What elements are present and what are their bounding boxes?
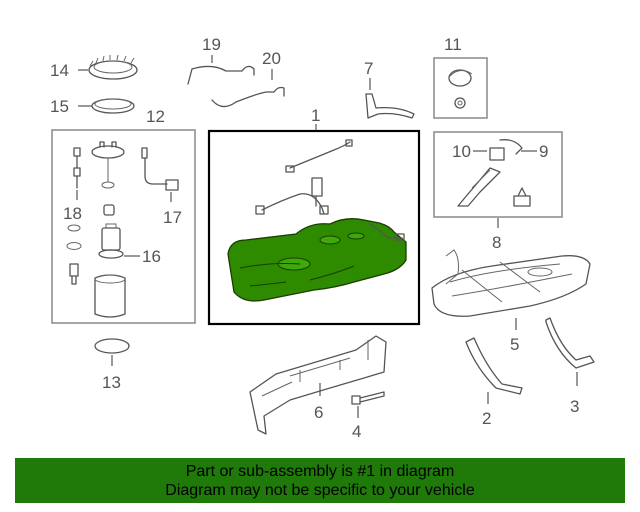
tank-strap-right-part[interactable] bbox=[545, 317, 595, 369]
bolt-part[interactable] bbox=[351, 391, 385, 405]
pump-module-box[interactable] bbox=[51, 129, 196, 324]
skid-plate-part[interactable] bbox=[431, 249, 591, 317]
callout-11: 11 bbox=[444, 35, 462, 54]
filler-neck-part bbox=[457, 139, 531, 207]
heat-shield-part[interactable] bbox=[249, 335, 387, 435]
callout-20: 20 bbox=[262, 49, 281, 68]
banner-line-2: Diagram may not be specific to your vehi… bbox=[165, 482, 475, 499]
fuel-tank-box[interactable] bbox=[207, 129, 421, 326]
pump-module-parts bbox=[66, 141, 179, 318]
callout-19: 19 bbox=[202, 35, 221, 54]
gasket-part[interactable] bbox=[94, 338, 130, 354]
bracket-part[interactable] bbox=[365, 93, 415, 119]
callout-8: 8 bbox=[492, 233, 501, 252]
tank-strap-left-part[interactable] bbox=[465, 337, 523, 395]
fuel-tank-part[interactable] bbox=[227, 218, 407, 302]
callout-17: 17 bbox=[163, 208, 182, 227]
tank-harness-part bbox=[255, 139, 405, 241]
callout-10: 10 bbox=[452, 142, 471, 161]
callout-5: 5 bbox=[510, 335, 519, 354]
callout-13: 13 bbox=[102, 373, 121, 392]
lock-ring-part[interactable] bbox=[88, 54, 138, 80]
filler-neck-box[interactable] bbox=[433, 131, 563, 218]
parts-diagram: 14 15 12 18 17 16 13 bbox=[50, 35, 595, 441]
callout-12: 12 bbox=[146, 107, 165, 126]
callout-9: 9 bbox=[539, 142, 548, 161]
callout-4: 4 bbox=[352, 422, 361, 441]
callout-14: 14 bbox=[50, 61, 69, 80]
fuel-line-part[interactable] bbox=[187, 65, 255, 85]
banner-line-1: Part or sub-assembly is #1 in diagram bbox=[185, 463, 455, 480]
callout-2: 2 bbox=[482, 409, 491, 428]
vapor-line-part[interactable] bbox=[211, 86, 285, 108]
fuel-cap-box[interactable] bbox=[433, 57, 488, 119]
callout-7: 7 bbox=[364, 59, 373, 78]
callout-15: 15 bbox=[50, 97, 69, 116]
callout-16: 16 bbox=[142, 247, 161, 266]
callout-1: 1 bbox=[311, 106, 320, 125]
seal-part[interactable] bbox=[91, 98, 135, 114]
callout-3: 3 bbox=[570, 397, 579, 416]
fuel-cap-part bbox=[448, 69, 473, 109]
callout-6: 6 bbox=[314, 403, 323, 422]
info-banner: Part or sub-assembly is #1 in diagram Di… bbox=[15, 458, 625, 503]
callout-18: 18 bbox=[63, 204, 82, 223]
